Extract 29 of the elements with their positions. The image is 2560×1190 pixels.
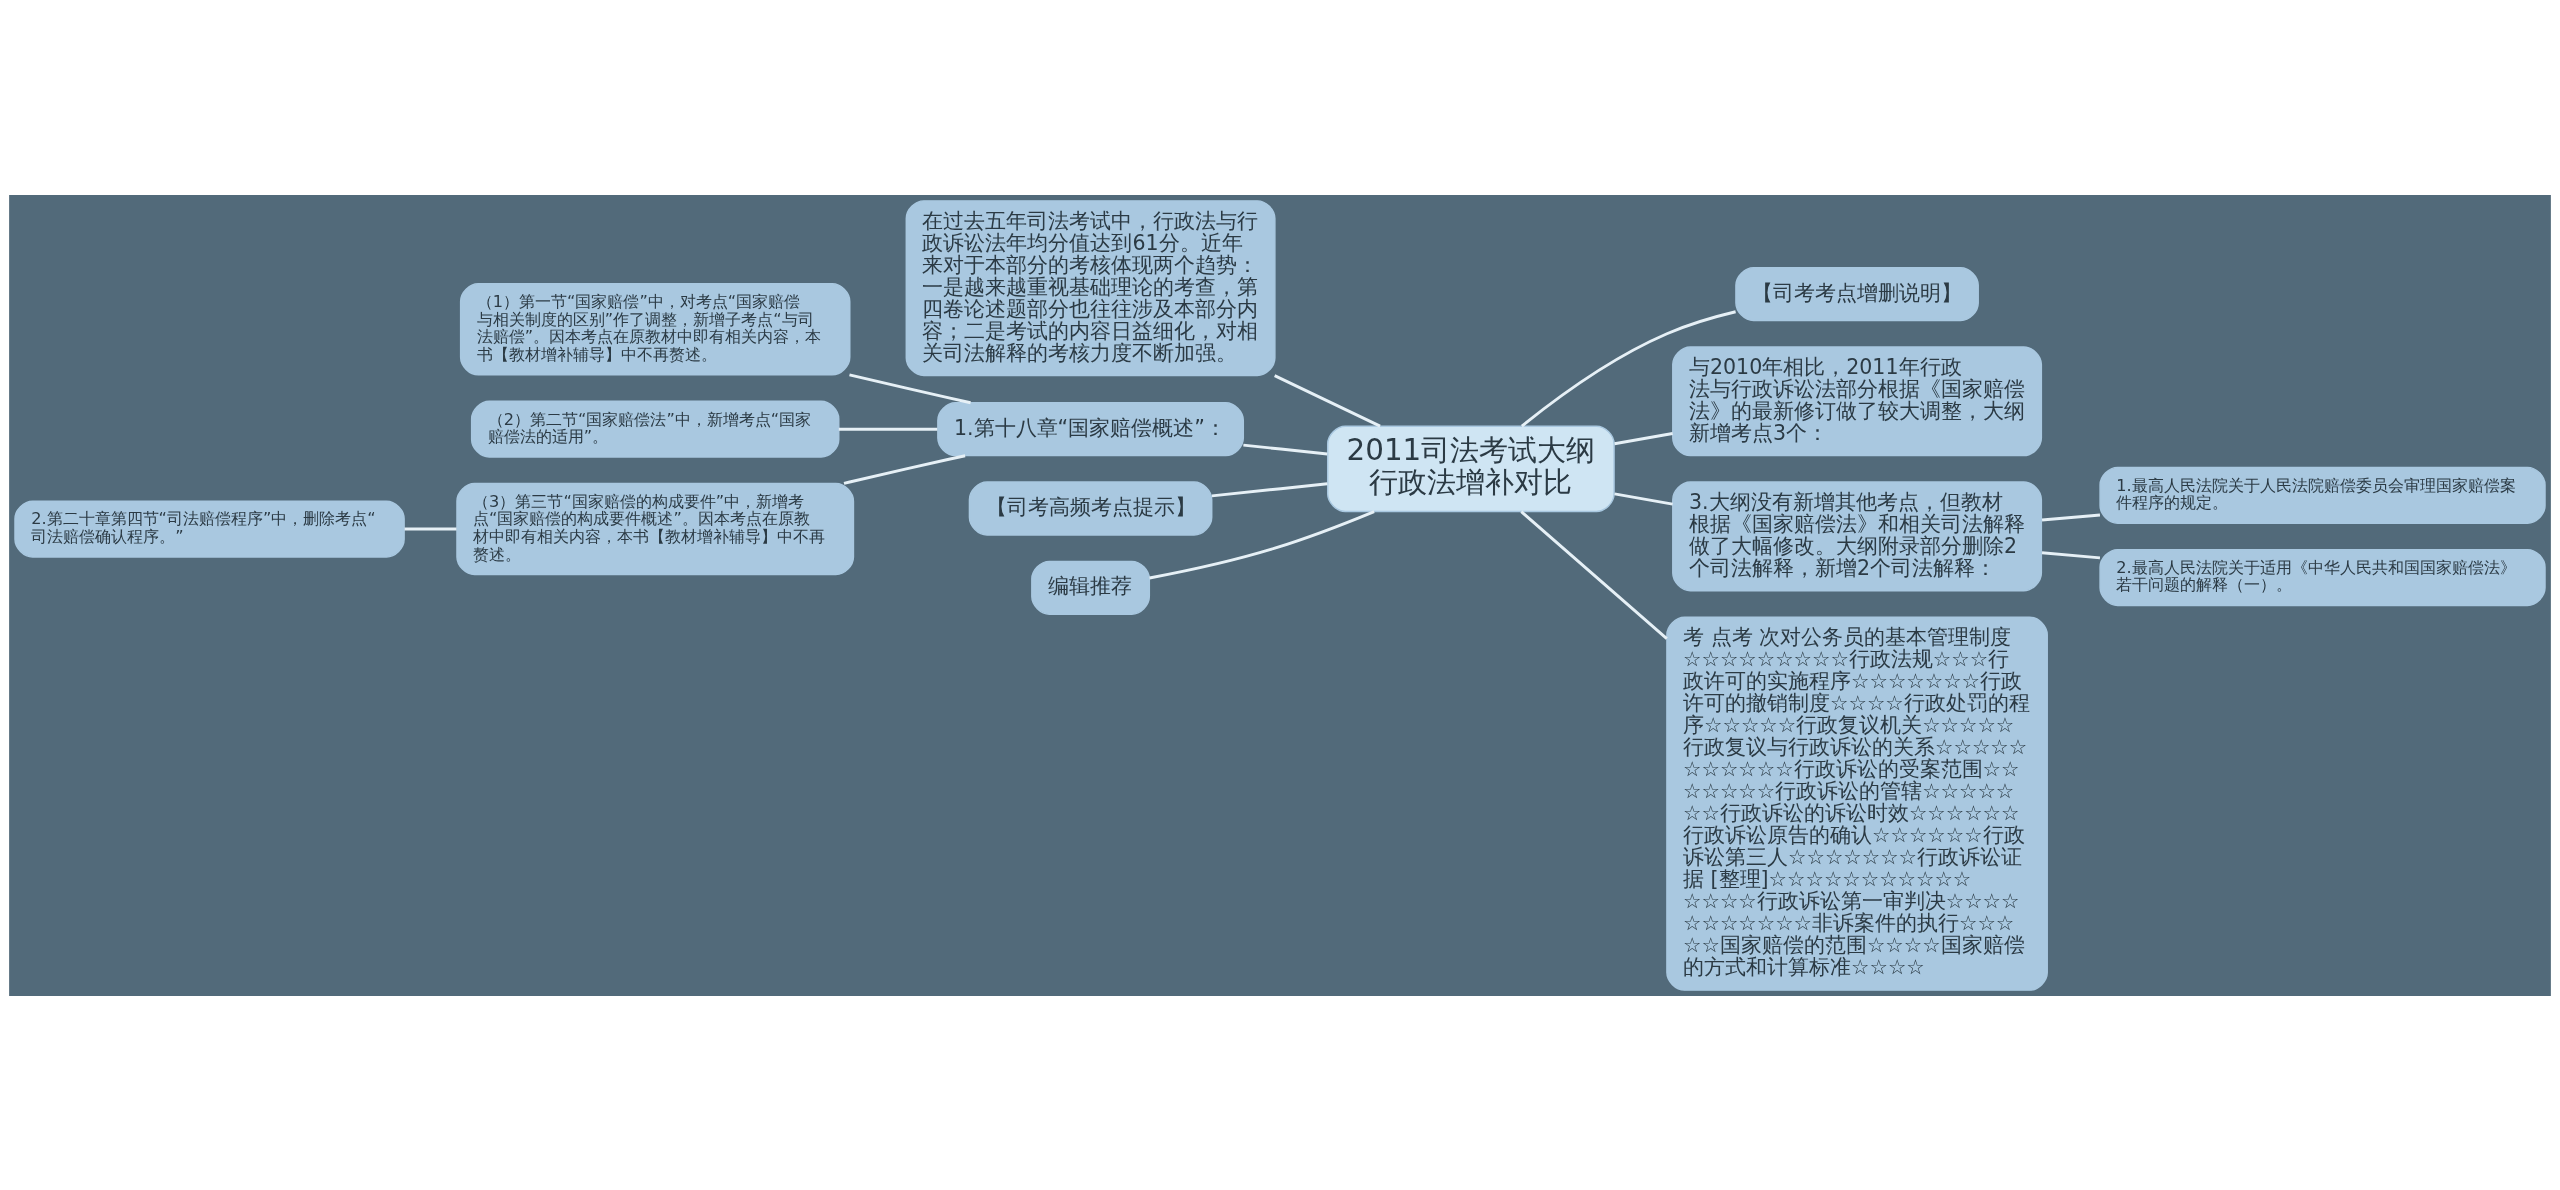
node-box: 2.第二十章第四节“司法赔偿程序”中，删除考点“司法赔偿确认程序。” (14, 499, 405, 558)
connector (1614, 491, 1673, 506)
connector (2041, 512, 2101, 522)
connector (1614, 431, 1673, 445)
connector (1520, 309, 1736, 427)
node-box: 【司考考点增删说明】 (1735, 266, 1979, 321)
node-box: （1）第一节“国家赔偿”中，对考点“国家赔偿与相关制度的区别”作了调整，新增子考点“与司法赔偿”。因本考点在原教材中即有相关内容，本书【教材增补辅导】中不再赘述。 (459, 282, 851, 376)
node-box: （3）第三节“国家赔偿的构成要件”中，新增考点“国家赔偿的构成要件概述”。因本考点在原教材中即有相关内容，本书【教材增补辅导】中不再赘述。 (456, 482, 855, 575)
node-box: 考 点考 次对公务员的基本管理制度☆☆☆☆☆☆☆☆☆行政法规☆☆☆行政许可的实施程序☆☆☆☆☆☆☆行政许可的撤销制度☆☆☆☆行政处罚的程序☆☆☆☆☆行政复议机关☆☆☆☆☆行政复议与行政诉讼的关系☆☆☆☆☆☆☆☆☆☆☆行政诉讼的受案范围☆☆☆☆☆☆☆行政诉讼的管辖☆☆☆☆☆☆☆行政诉讼的诉讼时效☆☆☆☆☆☆行政诉讼原告的确认☆☆☆☆☆☆行政诉讼第三人☆☆☆☆☆☆☆行政诉讼证据 [整理]☆☆☆☆☆☆☆☆☆☆☆☆☆☆☆行政诉讼第一审判决☆☆☆☆☆☆☆☆☆☆☆非诉案件的执行☆☆☆☆☆国家赔偿的范围☆☆☆☆国家赔偿的方式和计算标准☆☆☆☆ (1666, 615, 2048, 991)
node-box: 1.最高人民法院关于人民法院赔偿委员会审理国家赔偿案件程序的规定。 (2099, 466, 2546, 524)
connector (1211, 481, 1328, 497)
node-box: 【司考高频考点提示】 (968, 480, 1213, 536)
node-box: （2）第二节“国家赔偿法”中，新增考点“国家赔偿法的适用”。 (470, 400, 840, 458)
node-box: 2011司法考试大纲行政法增补对比 (1327, 425, 1615, 512)
connector (2041, 550, 2101, 559)
connector (1149, 509, 1375, 579)
node-box: 3.大纲没有新增其他考点，但教材根据《国家赔偿法》和相关司法解释做了大幅修改。大纲附录部分删除2个司法解释，新增2个司法解释： (1672, 480, 2043, 591)
node-box: 编辑推荐 (1031, 560, 1151, 615)
node-box: 与2010年相比，2011年行政法与行政诉讼法部分根据《国家赔偿法》的最新修订做了较大调整，大纲新增考点3个： (1672, 345, 2043, 456)
node-box: 1.第十八章“国家赔偿概述”： (937, 401, 1245, 456)
node-box: 在过去五年司法考试中，行政法与行政诉讼法年均分值达到61分。近年来对于本部分的考核体现两个趋势：一是越来越重视基础理论的考查，第四卷论述题部分也往往涉及本部分内容；二是考试的内容日益细化，对相关司法解释的考核力度不断加强。 (905, 199, 1276, 376)
connector (1520, 510, 1668, 640)
connector (849, 373, 971, 404)
node-box: 2.最高人民法院关于适用《中华人民共和国国家赔偿法》若干问题的解释（一）。 (2099, 548, 2546, 606)
connector (1243, 443, 1328, 455)
connector (404, 527, 457, 531)
connector (843, 453, 966, 485)
connector (1274, 373, 1381, 427)
connector (838, 427, 938, 431)
